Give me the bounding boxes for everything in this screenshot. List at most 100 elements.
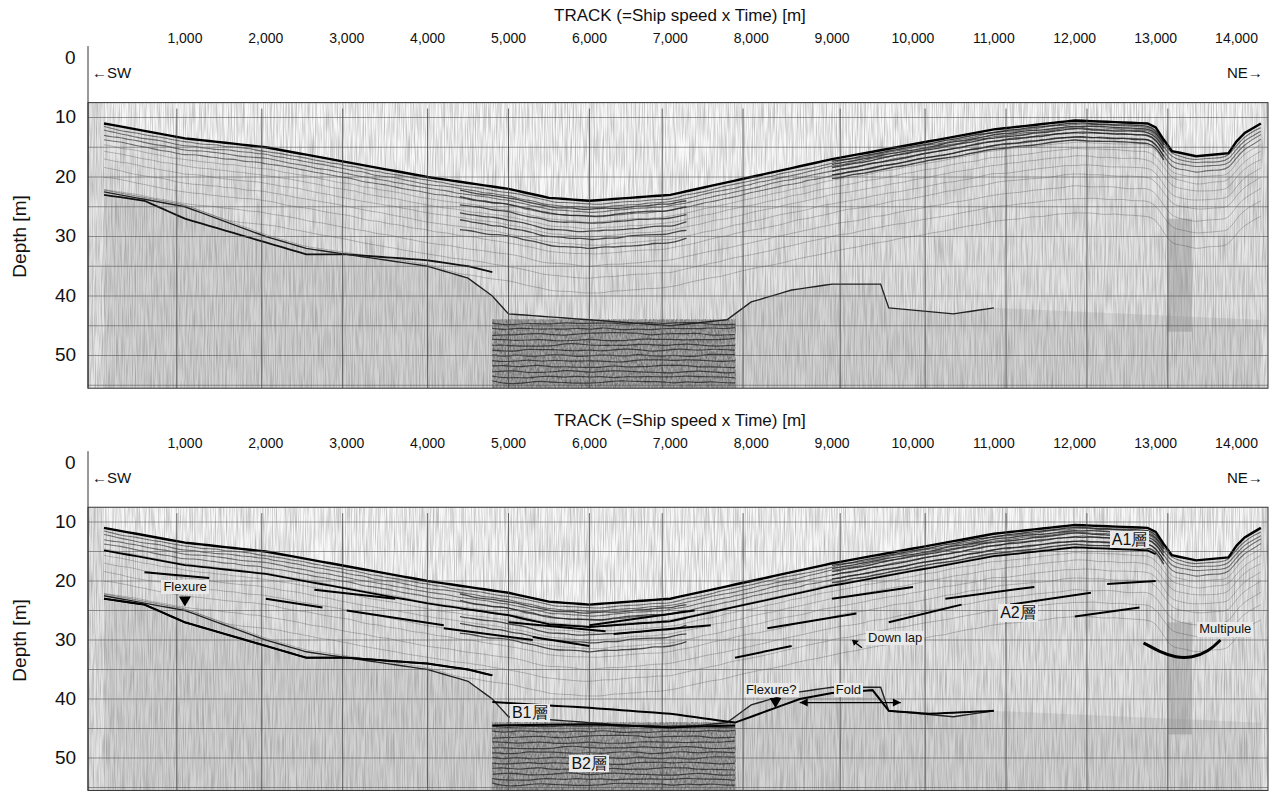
interpreted-reflector — [314, 590, 395, 599]
svg-part — [88, 581, 1268, 582]
flexure-marker — [179, 596, 191, 606]
seafloor — [104, 120, 1261, 200]
svg-part — [508, 513, 509, 790]
seafloor — [104, 525, 1261, 605]
tick-label: 10 — [55, 107, 76, 128]
svg-part — [88, 640, 1268, 641]
tick-label: 3,000 — [329, 31, 364, 46]
interpreted-reflector — [1107, 581, 1156, 584]
tick-label: 40 — [55, 286, 76, 307]
basin-reflector — [460, 633, 687, 652]
axis-title: Depth [m] — [10, 195, 31, 277]
deep-reflector — [104, 192, 994, 326]
svg-part — [88, 522, 1268, 523]
profile-panel — [88, 451, 1268, 790]
tick-label: 11,000 — [973, 436, 1015, 451]
b2-reflector — [492, 752, 735, 754]
tick-label: 7,000 — [653, 436, 688, 451]
reflector — [104, 142, 1261, 223]
svg-part — [1167, 109, 1168, 389]
tick-label: 12,000 — [1053, 436, 1096, 451]
tick-label: 14,000 — [1215, 31, 1258, 46]
b2-reflector — [492, 328, 735, 330]
svg-part — [261, 109, 262, 389]
multiple-curve — [1144, 640, 1221, 657]
tick-label: 30 — [55, 630, 76, 651]
tick-label: 3,000 — [329, 436, 364, 451]
svg-part — [743, 513, 744, 790]
unit-label: B1層 — [510, 704, 550, 722]
svg-part — [589, 109, 590, 389]
tick-label: 8,000 — [734, 31, 769, 46]
svg-part — [743, 109, 744, 389]
b2-reflector — [492, 741, 735, 743]
tick-label: 50 — [55, 748, 76, 769]
axis-title: TRACK (=Ship speed x Time) [m] — [554, 412, 806, 431]
multiple-streak — [1168, 219, 1192, 332]
b2-texture — [492, 320, 735, 388]
flexure-reflector — [104, 599, 492, 676]
reflector — [104, 148, 1261, 228]
flexure-marker — [769, 698, 781, 708]
tick-label: 9,000 — [815, 31, 850, 46]
seismic-image — [88, 507, 1268, 790]
fold-arrowhead — [800, 699, 901, 707]
basin-reflector — [460, 230, 687, 249]
svg-part — [427, 513, 428, 790]
svg-part — [662, 109, 663, 389]
svg-part — [88, 699, 1268, 700]
tick-label: 7,000 — [653, 31, 688, 46]
svg-part — [840, 109, 841, 389]
svg-part — [88, 266, 1268, 267]
svg-part — [88, 147, 1268, 148]
svg-part — [342, 513, 343, 790]
interpreted-reflector — [347, 611, 444, 626]
tick-label: 8,000 — [734, 436, 769, 451]
tick-label: 2,000 — [248, 31, 283, 46]
interpreted-reflector — [444, 628, 533, 640]
svg-part — [88, 728, 1268, 729]
interpreted-reflector — [1075, 608, 1140, 617]
b2-reflector — [492, 768, 735, 770]
basin-reflector — [460, 213, 687, 232]
interpretation — [104, 547, 1220, 727]
svg-part — [840, 513, 841, 790]
b2-reflector — [492, 725, 735, 727]
svg-part — [88, 610, 1268, 611]
reflector — [104, 532, 1261, 611]
svg-part — [589, 513, 590, 790]
svg-part — [88, 355, 1268, 356]
svg-part — [88, 117, 1268, 118]
svg-part — [662, 513, 663, 790]
reflector — [104, 190, 1261, 278]
profile-panel — [88, 46, 1268, 388]
svg-part — [88, 325, 1268, 326]
b2-texture — [492, 723, 735, 791]
basin-reflector — [460, 205, 687, 223]
tick-label: 0 — [65, 48, 76, 69]
sediment-ground — [88, 103, 1268, 389]
tick-label: 5,000 — [491, 436, 526, 451]
tick-label: 13,000 — [1134, 31, 1177, 46]
grid — [88, 109, 1268, 389]
multiple-streak — [1168, 622, 1192, 734]
tick-label: 40 — [55, 689, 76, 710]
b2-reflector — [492, 333, 735, 336]
svg-part — [88, 206, 1268, 207]
svg-part — [88, 787, 1268, 788]
tick-label: 1,000 — [167, 31, 202, 46]
a1-reflector — [832, 140, 1164, 179]
interpreted-reflector — [832, 587, 913, 599]
svg-part — [1086, 513, 1087, 790]
tick-label: 13,000 — [1134, 436, 1177, 451]
b2-reflector — [492, 762, 735, 764]
interpreted-reflector — [533, 637, 590, 646]
axis-title: TRACK (=Ship speed x Time) [m] — [554, 7, 806, 26]
tick-label: 1,000 — [167, 436, 202, 451]
fold-arrow — [800, 702, 901, 703]
b2-reflector — [492, 773, 735, 775]
svg-part — [88, 296, 1268, 297]
reflector — [104, 553, 1261, 633]
depth-axis — [88, 451, 89, 790]
b2-reflector — [492, 371, 735, 373]
